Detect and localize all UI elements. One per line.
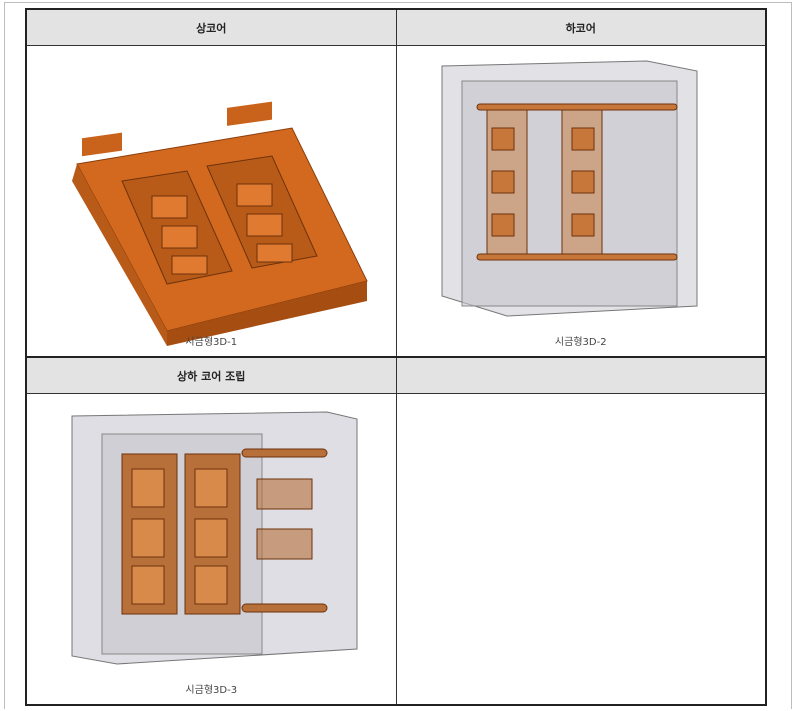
caption-3d-3: 시금형3D-3: [185, 685, 238, 696]
header-lower-core: 하코어: [395, 8, 767, 46]
header-upper-core: 상코어: [25, 8, 397, 46]
caption-3d-2: 시금형3D-2: [554, 337, 607, 348]
assembly-cell: 시금형3D-3: [25, 393, 397, 706]
mold-table: 상코어 하코어 시금형3D-1: [25, 8, 767, 706]
lower-core-image: [441, 60, 697, 317]
assembly-image: [71, 411, 358, 665]
page-frame: [4, 2, 792, 709]
caption-3d-1: 시금형3D-1: [185, 337, 238, 348]
header-empty: [395, 356, 767, 394]
upper-core-cell: 시금형3D-1: [25, 45, 397, 358]
empty-cell: [395, 393, 767, 706]
lower-core-cell: 시금형3D-2: [395, 45, 767, 358]
header-assembly: 상하 코어 조립: [25, 356, 397, 394]
upper-core-image: [72, 101, 368, 346]
